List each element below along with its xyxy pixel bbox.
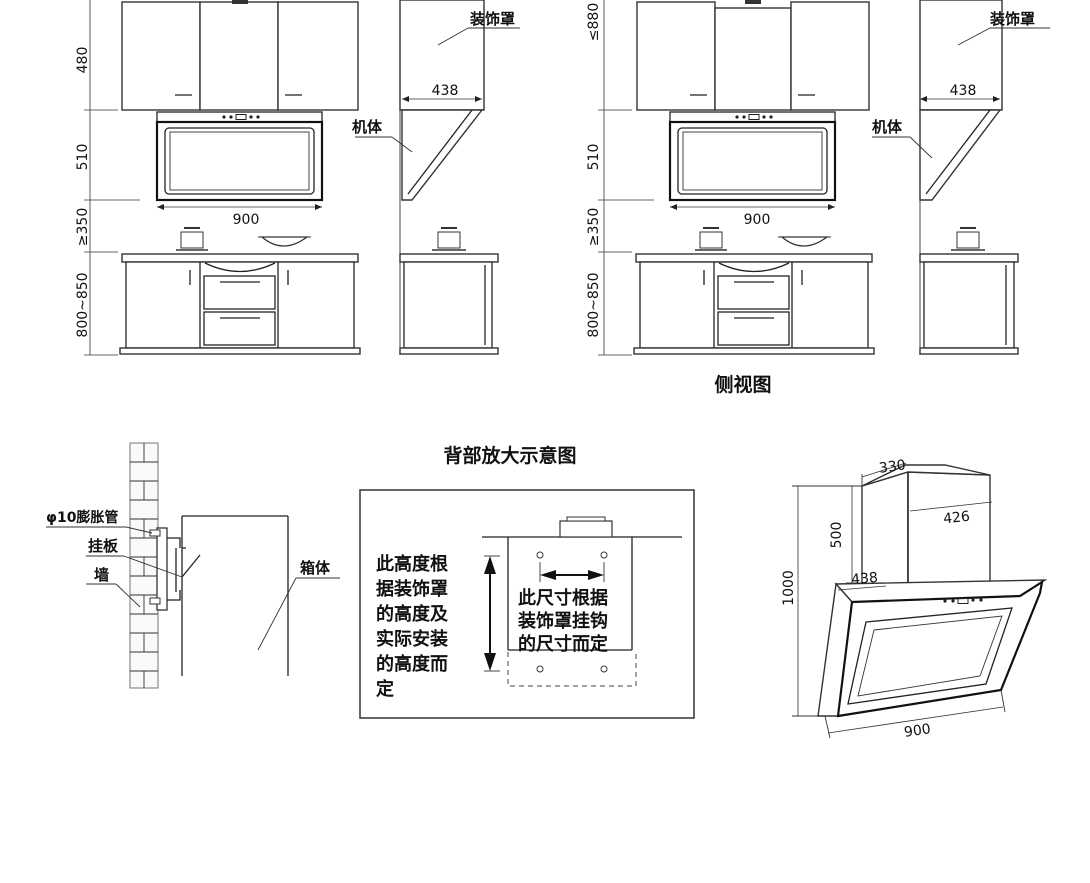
label-bolt: φ10膨胀管 [46,509,118,526]
label-cover: 装饰罩 [469,10,515,28]
dim-gap-height: ≥350 [586,208,602,246]
hood-buttons [735,114,773,120]
pot-icon [432,227,466,251]
back-detail-title: 背部放大示意图 [443,444,576,467]
iso-hood-glass [836,579,1044,718]
wok-icon [258,236,311,247]
hood-top-panel [156,111,323,123]
iso-view: 330 426 500 1000 438 900 [781,457,1048,741]
pot-icon [695,227,727,251]
dim-width: 900 [903,721,932,741]
side-view-right: 438 装饰罩 机体 [872,0,1050,355]
side-view-caption: 侧视图 [714,373,771,396]
upper-cabinet-left [121,1,201,111]
svg-text:据装饰罩: 据装饰罩 [376,578,448,600]
dim-depth: 438 [432,83,459,99]
dim-gap-height: ≥350 [75,208,91,246]
side-view-left: 438 装饰罩 机体 [352,0,520,355]
pot-icon [176,227,208,251]
dim-hood-height: 510 [75,144,91,171]
dim-depth: 438 [950,83,977,99]
wall-mount-detail: φ10膨胀管 挂板 墙 箱体 [46,442,340,689]
dim-top-width: 330 [878,457,907,477]
iso-buttons [943,598,983,604]
dim-cover-height: 500 [829,522,845,549]
hood-buttons [222,114,260,120]
label-plate: 挂板 [88,537,119,555]
dim-total-height: 1000 [781,570,797,606]
chimney-cover [714,7,792,111]
label-body: 机体 [352,118,383,136]
wok-icon [778,236,831,247]
front-view-left: 480 510 ≥350 800~850 900 [75,0,361,356]
chimney-cover [199,1,279,111]
dim-counter-height: 800~850 [75,272,91,337]
base-cabinet [125,261,355,349]
note-width: 此尺寸根据 装饰罩挂钩 的尺寸而定 [518,587,608,655]
dim-upper-height: 480 [75,47,91,74]
svg-text:的高度及: 的高度及 [376,603,449,625]
side-hood-body [401,109,484,201]
dim-width: 900 [233,212,260,228]
note-height: 此高度根 据装饰罩 的高度及 实际安装 的高度而 定 [376,553,449,700]
label-wall: 墙 [94,566,109,584]
svg-text:定: 定 [376,678,394,700]
label-box: 箱体 [300,559,331,577]
svg-text:实际安装: 实际安装 [376,628,448,650]
dim-upper-height: ≤880 [586,3,602,41]
svg-text:的尺寸而定: 的尺寸而定 [518,633,608,655]
hood-box-profile [181,515,289,676]
dim-counter-height: 800~850 [586,272,602,337]
svg-text:此高度根: 此高度根 [376,553,448,575]
mounting-plate [149,527,181,611]
hood-glass-panel [155,120,324,202]
svg-text:的高度而: 的高度而 [376,653,448,675]
svg-text:此尺寸根据: 此尺寸根据 [518,587,608,609]
svg-text:装饰罩挂钩: 装饰罩挂钩 [518,610,608,632]
brick-wall [129,442,159,689]
dim-top-depth: 426 [942,509,970,528]
label-cover: 装饰罩 [989,10,1035,28]
dim-hood-height: 510 [586,144,602,171]
pot-icon [951,227,985,251]
label-body: 机体 [872,118,903,136]
dim-body-depth: 438 [851,570,879,588]
upper-cabinet-right [277,1,359,111]
side-upper-cabinet [399,0,485,111]
side-hood-body [919,109,1002,201]
front-view-right: ≤880 510 ≥350 800~850 900 [586,0,875,356]
dim-width: 900 [744,212,771,228]
back-detail: 背部放大示意图 此高度根 据装饰罩 的高度及 实际安装 的高度而 定 [359,444,695,719]
detail-frame [359,489,695,719]
countertop [121,253,359,263]
